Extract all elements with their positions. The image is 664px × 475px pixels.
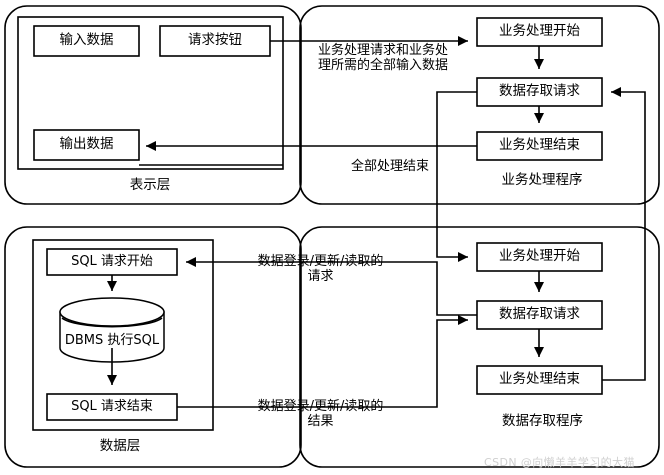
sql-request-end-label: SQL 请求结束 — [71, 399, 153, 414]
output-data-label: 输出数据 — [59, 136, 114, 152]
data-access-layer-container — [299, 226, 660, 468]
biz-start-label: 业务处理开始 — [499, 23, 580, 39]
request-button-label: 请求按钮 — [188, 32, 242, 48]
biz-end-label: 业务处理结束 — [499, 137, 580, 153]
edge-da-end-to-biz-request — [602, 87, 646, 381]
edge-darequest-to-sqlstart — [186, 257, 477, 316]
csdn-watermark: CSDN @向懒羊羊学习的大猫 — [484, 456, 635, 469]
da-end-box — [476, 365, 603, 395]
dbms-cylinder — [59, 297, 165, 363]
data-inner-frame — [32, 239, 214, 431]
presentation-layer-group-label: 表示层 — [129, 177, 171, 193]
edge-label-db-result: 数据登录/更新/读取的 结果 — [257, 399, 384, 429]
edge-label-all-done: 全部处理结束 — [350, 159, 429, 174]
da-end-label: 业务处理结束 — [499, 371, 580, 387]
biz-end-box — [476, 131, 603, 161]
sql-request-start-label: SQL 请求开始 — [71, 254, 153, 269]
sql-request-start-box — [46, 248, 178, 276]
data-access-layer-group-label: 数据存取程序 — [502, 413, 583, 429]
biz-start-box — [476, 17, 603, 47]
biz-data-access-request-label: 数据存取请求 — [499, 83, 580, 99]
output-data-box — [33, 129, 140, 161]
data-layer-container — [4, 226, 302, 468]
business-layer-container — [299, 5, 660, 205]
input-data-box — [33, 25, 140, 57]
business-layer-group-label: 业务处理程序 — [501, 172, 583, 188]
da-start-label: 业务处理开始 — [499, 248, 580, 264]
edge-sqlend-to-darequest — [177, 315, 468, 408]
sql-request-end-box — [46, 393, 178, 421]
data-layer-group-label: 数据层 — [99, 438, 141, 454]
edge-label-request-flow: 业务处理请求和业务处 理所需的全部输入数据 — [317, 43, 448, 73]
edge-bizrequest-to-da-start — [436, 91, 477, 262]
input-data-label: 输入数据 — [59, 32, 114, 48]
presentation-layer-container — [4, 5, 302, 205]
presentation-inner-frame — [17, 16, 284, 170]
request-button-box — [159, 25, 271, 57]
dbms-exec-sql-label: DBMS 执行SQL — [64, 333, 160, 348]
edge-label-db-request: 数据登录/更新/读取的 请求 — [257, 254, 384, 284]
da-data-access-request-label: 数据存取请求 — [499, 306, 580, 322]
da-data-access-request-box — [476, 300, 603, 330]
